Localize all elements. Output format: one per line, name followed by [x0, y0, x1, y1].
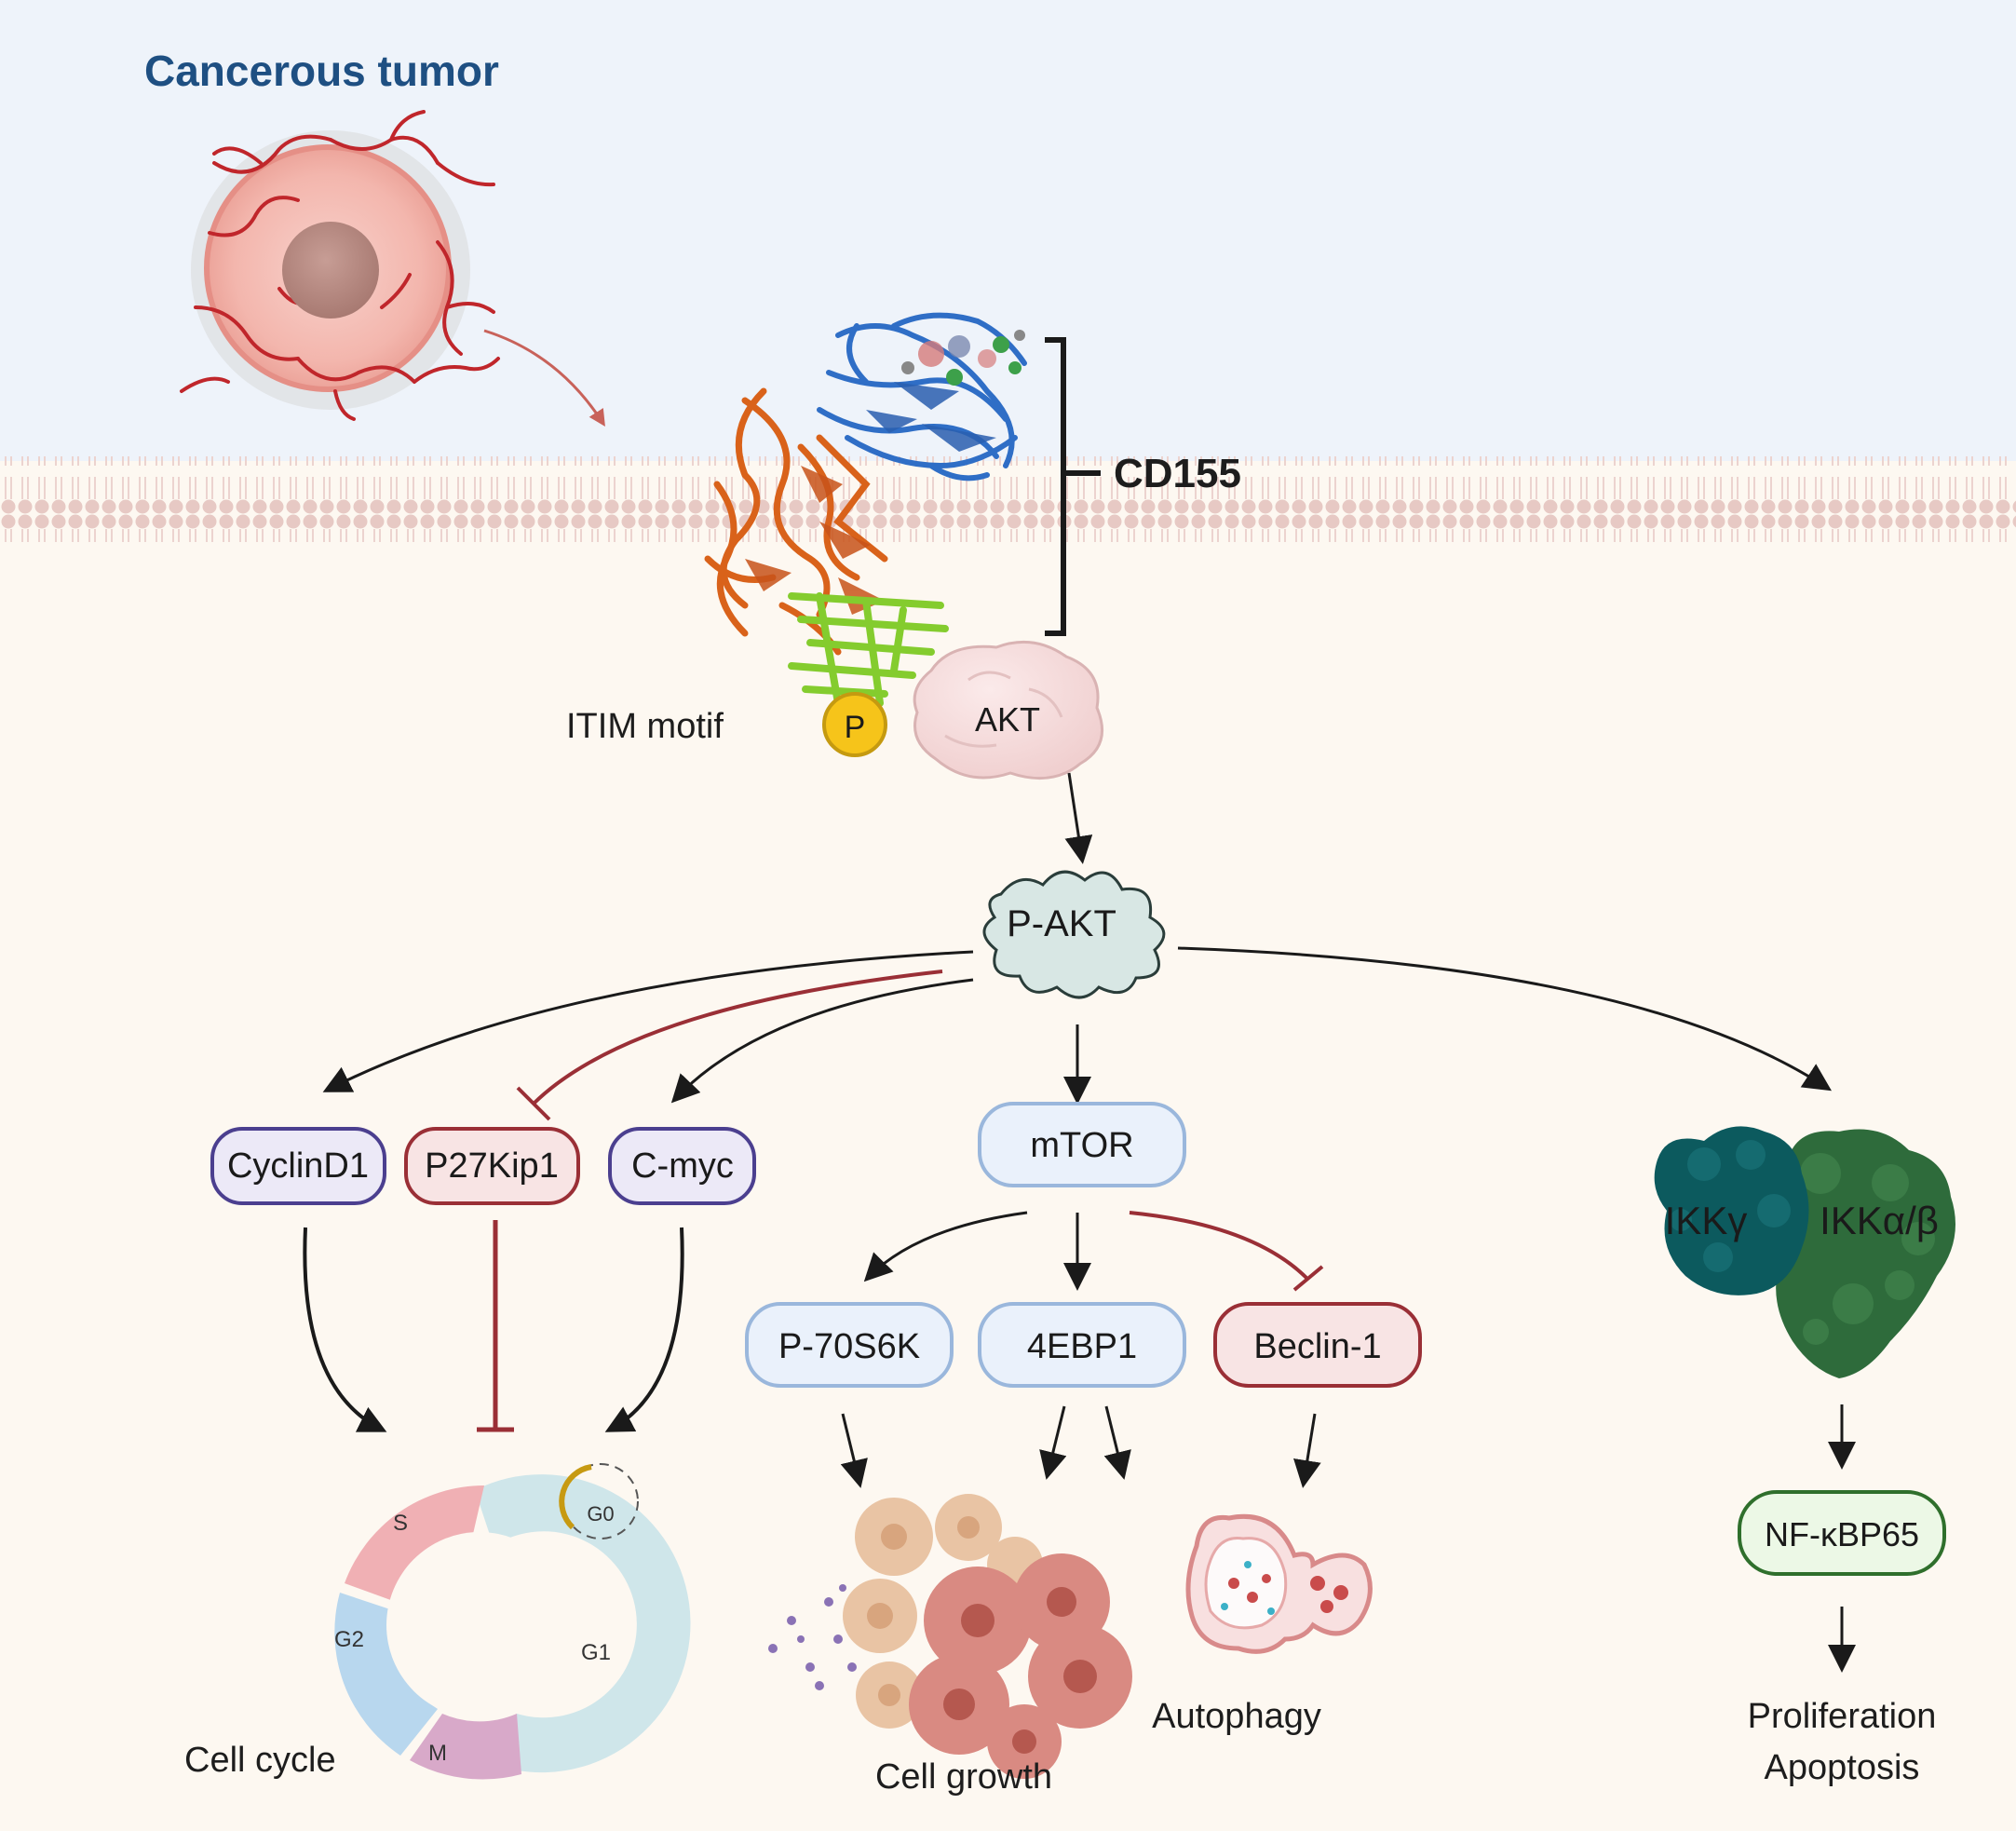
pakt-to-p27kip1-inhibit	[532, 970, 943, 1105]
pakt-label: P-AKT	[1007, 903, 1116, 944]
phase-g2: G2	[334, 1627, 364, 1652]
svg-text:mTOR: mTOR	[1030, 1126, 1133, 1165]
4ebp1-node: 4EBP1	[978, 1302, 1186, 1388]
cell-growth-icon	[768, 1494, 1132, 1779]
mtor-node: mTOR	[978, 1102, 1186, 1187]
4ebp1-to-growth-arrow	[1039, 1405, 1067, 1480]
pakt-to-cyclind1-arrow	[322, 950, 974, 1092]
cd155-bracket	[1045, 337, 1101, 636]
pakt-to-cmyc-arrow	[670, 978, 974, 1104]
p70s6k-to-growth-arrow	[840, 1413, 868, 1488]
pakt-edges	[322, 946, 1833, 1121]
proliferation-label: Proliferation	[1748, 1697, 1937, 1736]
autophagy-icon	[1185, 1513, 1373, 1654]
pakt-node: P-AKT	[982, 870, 1166, 999]
svg-text:C-myc: C-myc	[631, 1146, 734, 1186]
title: Cancerous tumor	[144, 47, 499, 95]
phase-m: M	[428, 1741, 447, 1766]
mtor-to-beclin1-inhibit	[1129, 1211, 1308, 1280]
cell-cycle-icon: S G2 M G1 G0	[334, 1463, 691, 1780]
ikk-complex-node: IKKγ IKKα/β	[1654, 1126, 1955, 1378]
itim-motif-label: ITIM motif	[566, 707, 724, 746]
cd155-label: CD155	[1114, 451, 1241, 496]
phosphate-badge: P	[822, 692, 887, 757]
svg-text:P-70S6K: P-70S6K	[778, 1327, 920, 1366]
cyclind1-node: CyclinD1	[210, 1127, 386, 1205]
svg-text:NF-κBP65: NF-κBP65	[1765, 1515, 1919, 1553]
cd155-protein-icon	[704, 312, 1027, 707]
beclin1-to-autophagy-arrow	[1293, 1413, 1321, 1488]
p27kip1-node: P27Kip1	[404, 1127, 580, 1205]
cell-cycle-label: Cell cycle	[184, 1741, 336, 1780]
phase-g0: G0	[587, 1502, 614, 1526]
ikk-alpha-beta-label: IKKα/β	[1820, 1199, 1939, 1242]
nfkb-node: NF-κBP65	[1738, 1490, 1946, 1576]
cell-membrane	[0, 456, 2016, 542]
p70s6k-node: P-70S6K	[745, 1302, 954, 1388]
autophagy-label: Autophagy	[1152, 1697, 1321, 1736]
mtor-to-p70s6k-arrow	[863, 1211, 1028, 1282]
mtor-edges	[863, 1211, 1324, 1292]
cmyc-node: C-myc	[608, 1127, 756, 1205]
akt-node: AKT	[913, 640, 1104, 780]
cell-growth-label: Cell growth	[875, 1757, 1052, 1797]
phase-g1: G1	[581, 1640, 611, 1665]
pakt-to-ikk-arrow	[1177, 946, 1833, 1092]
svg-text:CyclinD1: CyclinD1	[227, 1146, 369, 1186]
cmyc-to-cellcycle-arrow	[604, 1227, 684, 1432]
cell-cycle-edges	[303, 1220, 684, 1432]
tumor-to-cell-arrow	[483, 329, 605, 427]
akt-to-pakt-arrow	[1064, 772, 1093, 864]
tumor-icon	[180, 110, 500, 421]
apoptosis-label: Apoptosis	[1765, 1748, 1920, 1787]
beclin1-node: Beclin-1	[1213, 1302, 1422, 1388]
4ebp1-to-autophagy-arrow	[1103, 1405, 1131, 1480]
akt-label: AKT	[975, 700, 1040, 739]
phase-s: S	[393, 1511, 408, 1536]
svg-text:P: P	[845, 710, 866, 745]
ikk-gamma-label: IKKγ	[1665, 1199, 1748, 1242]
outcome-edges	[840, 1405, 1321, 1488]
svg-text:Beclin-1: Beclin-1	[1253, 1327, 1381, 1366]
svg-text:4EBP1: 4EBP1	[1027, 1327, 1137, 1366]
svg-text:P27Kip1: P27Kip1	[425, 1146, 559, 1186]
cyclind1-to-cellcycle-arrow	[303, 1227, 387, 1432]
